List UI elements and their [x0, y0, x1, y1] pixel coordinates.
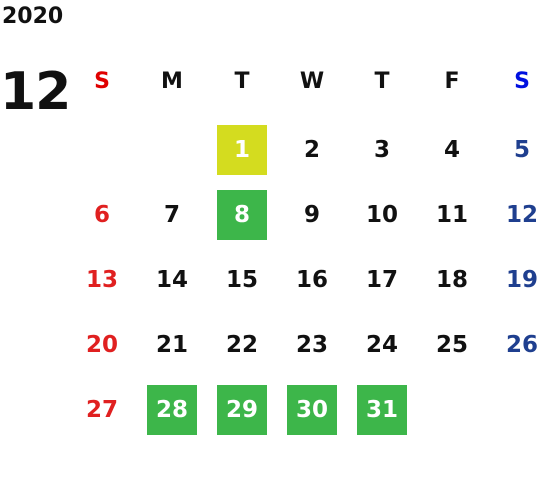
empty-day-cell	[427, 385, 477, 435]
day-cell-15[interactable]: 15	[225, 267, 258, 293]
day-cell-20[interactable]: 20	[85, 332, 118, 358]
day-cell-27[interactable]: 27	[85, 397, 118, 423]
weekday-header-sat: S	[514, 68, 530, 94]
empty-day-cell	[497, 385, 547, 435]
week-row: 27 28 29 30 31	[68, 385, 548, 435]
day-cell-30[interactable]: 30	[287, 385, 337, 435]
day-cell-13[interactable]: 13	[85, 267, 118, 293]
empty-day-cell	[147, 125, 197, 175]
day-cell-8[interactable]: 8	[217, 190, 267, 240]
weekday-header-fri: F	[444, 68, 460, 94]
weekday-header-thu: T	[374, 68, 390, 94]
day-cell-25[interactable]: 25	[435, 332, 468, 358]
week-row: 13 14 15 16 17 18 19	[68, 255, 548, 305]
day-cell-16[interactable]: 16	[295, 267, 328, 293]
year-label: 2020	[2, 4, 64, 29]
weekday-header-sun: S	[94, 68, 110, 94]
weekday-header-wed: W	[299, 68, 325, 94]
day-cell-31[interactable]: 31	[357, 385, 407, 435]
week-row: 1 2 3 4 5	[68, 125, 548, 175]
day-cell-14[interactable]: 14	[155, 267, 188, 293]
day-cell-1[interactable]: 1	[217, 125, 267, 175]
week-row: 6 7 8 9 10 11 12	[68, 190, 548, 240]
weekday-header-row: S M T W T F S	[68, 56, 548, 106]
day-cell-2[interactable]: 2	[303, 137, 320, 163]
day-cell-10[interactable]: 10	[365, 202, 398, 228]
day-cell-29[interactable]: 29	[217, 385, 267, 435]
day-cell-7[interactable]: 7	[163, 202, 180, 228]
day-cell-24[interactable]: 24	[365, 332, 398, 358]
day-cell-28[interactable]: 28	[147, 385, 197, 435]
day-cell-19[interactable]: 19	[505, 267, 538, 293]
empty-day-cell	[77, 125, 127, 175]
weekday-header-tue: T	[234, 68, 250, 94]
day-cell-17[interactable]: 17	[365, 267, 398, 293]
day-cell-23[interactable]: 23	[295, 332, 328, 358]
day-cell-18[interactable]: 18	[435, 267, 468, 293]
day-cell-9[interactable]: 9	[303, 202, 320, 228]
day-cell-6[interactable]: 6	[93, 202, 110, 228]
day-cell-5[interactable]: 5	[513, 137, 530, 163]
day-cell-21[interactable]: 21	[155, 332, 188, 358]
day-cell-3[interactable]: 3	[373, 137, 390, 163]
week-row: 20 21 22 23 24 25 26	[68, 320, 548, 370]
day-cell-4[interactable]: 4	[443, 137, 460, 163]
day-cell-12[interactable]: 12	[505, 202, 538, 228]
month-label: 12	[0, 62, 71, 122]
day-cell-22[interactable]: 22	[225, 332, 258, 358]
weekday-header-mon: M	[161, 68, 183, 94]
day-cell-26[interactable]: 26	[505, 332, 538, 358]
day-cell-11[interactable]: 11	[435, 202, 468, 228]
